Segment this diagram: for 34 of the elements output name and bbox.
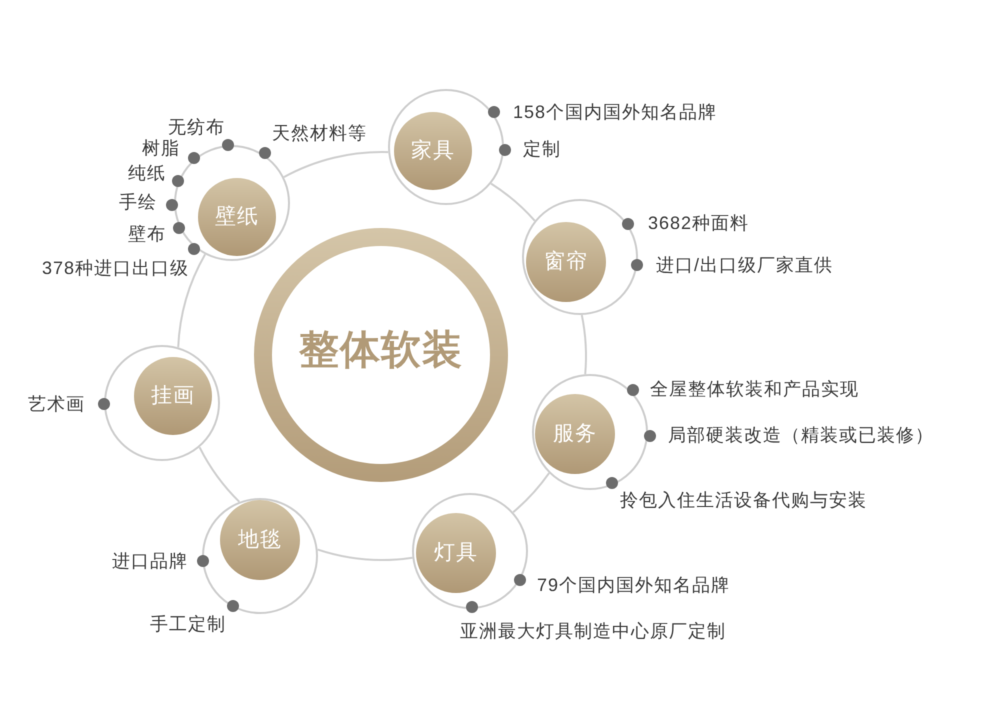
category-disc: 地毯 bbox=[220, 500, 300, 580]
category-disc: 家具 bbox=[394, 112, 472, 190]
category-disc: 壁纸 bbox=[198, 178, 276, 256]
item-text: 拎包入住生活设备代购与安装 bbox=[620, 490, 867, 512]
connector-arc bbox=[198, 446, 240, 502]
item-text: 艺术画 bbox=[28, 394, 85, 416]
connector-arc bbox=[490, 182, 536, 222]
item-text: 378种进口出口级 bbox=[42, 258, 190, 280]
item-text: 壁布 bbox=[128, 224, 166, 246]
item-text: 手工定制 bbox=[150, 614, 226, 636]
connector-arc bbox=[317, 548, 412, 561]
item-text: 树脂 bbox=[142, 138, 180, 160]
category-disc: 挂画 bbox=[134, 357, 212, 435]
item-text: 158个国内国外知名品牌 bbox=[513, 102, 718, 124]
item-text: 79个国内国外知名品牌 bbox=[537, 575, 730, 597]
item-text: 进口品牌 bbox=[112, 551, 188, 573]
item-text: 手绘 bbox=[119, 192, 157, 214]
hub-title: 整体软装 bbox=[299, 328, 463, 372]
connector-arc bbox=[283, 151, 388, 178]
connector-arc bbox=[580, 314, 587, 374]
item-text: 定制 bbox=[523, 139, 561, 161]
category-disc: 灯具 bbox=[416, 513, 496, 593]
item-text: 无纺布 bbox=[168, 117, 225, 139]
category-disc: 服务 bbox=[535, 394, 615, 474]
connector-arc bbox=[177, 254, 206, 348]
item-text: 进口/出口级厂家直供 bbox=[656, 255, 834, 277]
connector-arc bbox=[512, 472, 550, 513]
item-text: 局部硬装改造（精装或已装修） bbox=[668, 425, 934, 447]
item-text: 全屋整体软装和产品实现 bbox=[650, 379, 859, 401]
item-text: 亚洲最大灯具制造中心原厂定制 bbox=[460, 621, 726, 643]
item-text: 纯纸 bbox=[128, 163, 166, 185]
category-disc: 窗帘 bbox=[526, 222, 606, 302]
item-text: 3682种面料 bbox=[648, 213, 750, 235]
item-text: 天然材料等 bbox=[272, 123, 367, 145]
